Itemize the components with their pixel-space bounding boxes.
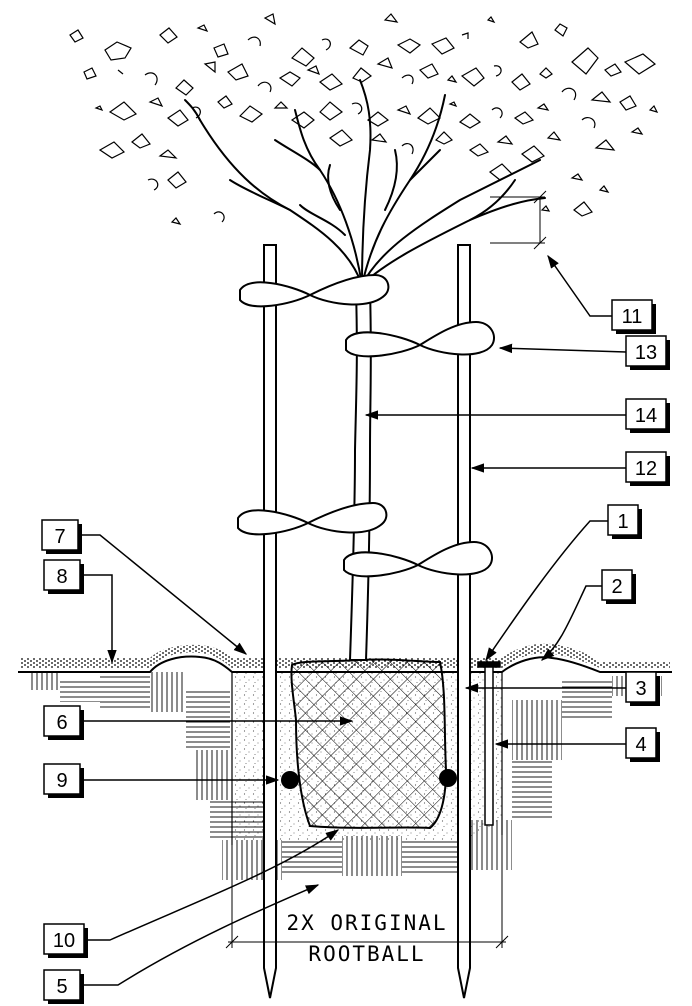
callout-7-label: 7 — [54, 526, 65, 548]
callout-4-label: 4 — [635, 734, 646, 756]
mulch-layer — [20, 643, 670, 668]
callout-13-label: 13 — [635, 342, 657, 364]
callout-3-box: 3 — [625, 671, 660, 706]
callout-8-box: 8 — [43, 559, 84, 594]
callout-3-label: 3 — [635, 678, 646, 700]
callout-5-label: 5 — [56, 976, 67, 998]
callout-14-label: 14 — [635, 405, 657, 427]
callout-12-box: 12 — [625, 451, 670, 486]
callout-4-box: 4 — [625, 727, 660, 762]
callout-9-label: 9 — [56, 770, 67, 792]
callout-2-box: 2 — [601, 569, 636, 604]
callout-10-label: 10 — [53, 930, 75, 952]
callout-6-box: 6 — [43, 705, 84, 740]
rootball — [290, 658, 448, 830]
callout-5-box: 5 — [43, 969, 84, 1004]
callout-1-box: 1 — [607, 504, 642, 539]
callout-12-label: 12 — [635, 458, 657, 480]
callout-11-box: 11 — [611, 299, 656, 334]
callout-9-box: 9 — [43, 763, 84, 798]
canopy-leaves — [69, 13, 659, 225]
dimension-line1: 2X ORIGINAL — [286, 911, 447, 935]
callout-13-box: 13 — [625, 335, 670, 370]
stake-left — [263, 244, 277, 999]
stake-right — [457, 244, 471, 999]
tree-branches — [184, 79, 546, 286]
callout-1-label: 1 — [617, 511, 628, 533]
callout-7-box: 7 — [41, 519, 82, 554]
drain-left — [281, 771, 299, 789]
leader-lines — [82, 254, 627, 986]
canopy-clearance-dimension — [490, 190, 547, 250]
callout-11-label: 11 — [622, 306, 643, 328]
callout-2-label: 2 — [611, 576, 622, 598]
watering-tube — [477, 661, 501, 826]
tree-ties — [237, 273, 495, 578]
callout-8-label: 8 — [56, 566, 67, 588]
callout-14-box: 14 — [625, 398, 670, 433]
callout-10-box: 10 — [43, 923, 88, 958]
callout-6-label: 6 — [56, 712, 67, 734]
rootball-width-dimension — [225, 835, 509, 949]
drain-right — [439, 769, 457, 787]
dimension-line2: ROOTBALL — [308, 942, 425, 966]
